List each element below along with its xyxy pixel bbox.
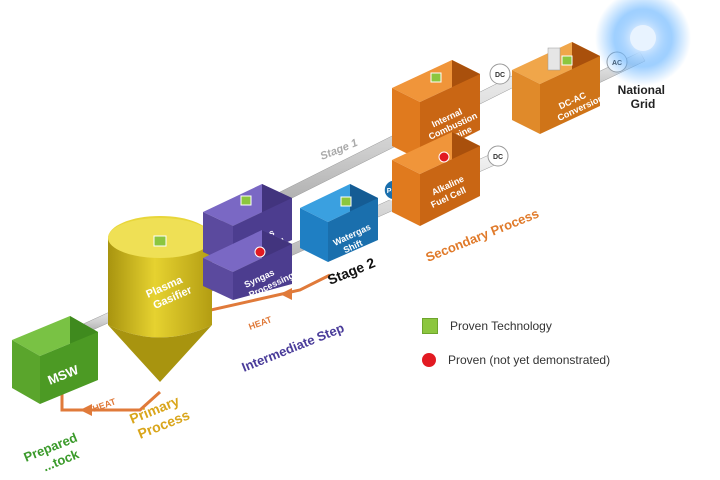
red-dot-icon — [422, 353, 436, 367]
not-demonstrated-marker-afc — [438, 151, 450, 163]
dc-ac-stack — [547, 47, 561, 71]
heat-arrow-intermediate — [280, 288, 292, 300]
prepared-feedstock-label: Prepared ...tock — [22, 428, 89, 479]
dc-bottom-node — [487, 145, 509, 167]
national-grid-orb — [630, 25, 656, 51]
primary-process-label: Primary Process — [127, 391, 192, 443]
not-demonstrated-marker-syngas-processing — [254, 246, 266, 258]
plasma-gasifier — [108, 216, 212, 382]
dc-top-node — [489, 63, 511, 85]
legend: Proven Technology Proven (not yet demons… — [422, 316, 610, 384]
proven-marker-watergas — [340, 196, 352, 207]
syngas-processing-box — [203, 230, 292, 300]
legend-not-demonstrated-label: Proven (not yet demonstrated) — [448, 353, 611, 367]
afc-box — [392, 132, 480, 226]
proven-marker-syngas-cleaning — [240, 195, 252, 206]
dc-bottom-label: DC — [493, 154, 503, 161]
proven-marker-gasifier — [153, 235, 167, 247]
msw-box — [12, 316, 98, 404]
legend-proven-label: Proven Technology — [450, 319, 552, 333]
heat-arrow-primary — [80, 404, 92, 416]
proven-marker-dc-ac — [561, 55, 573, 66]
proven-marker-ice — [430, 72, 442, 83]
national-grid-label: National Grid — [618, 83, 669, 111]
watergas-shift-box — [300, 184, 378, 262]
heat-line-primary — [60, 380, 162, 412]
legend-not-demonstrated: Proven (not yet demonstrated) — [422, 350, 610, 370]
legend-proven: Proven Technology — [422, 316, 610, 336]
green-square-icon — [422, 318, 438, 334]
heat-label-intermediate: HEAT — [247, 314, 273, 332]
dc-top-label: DC — [495, 72, 505, 79]
